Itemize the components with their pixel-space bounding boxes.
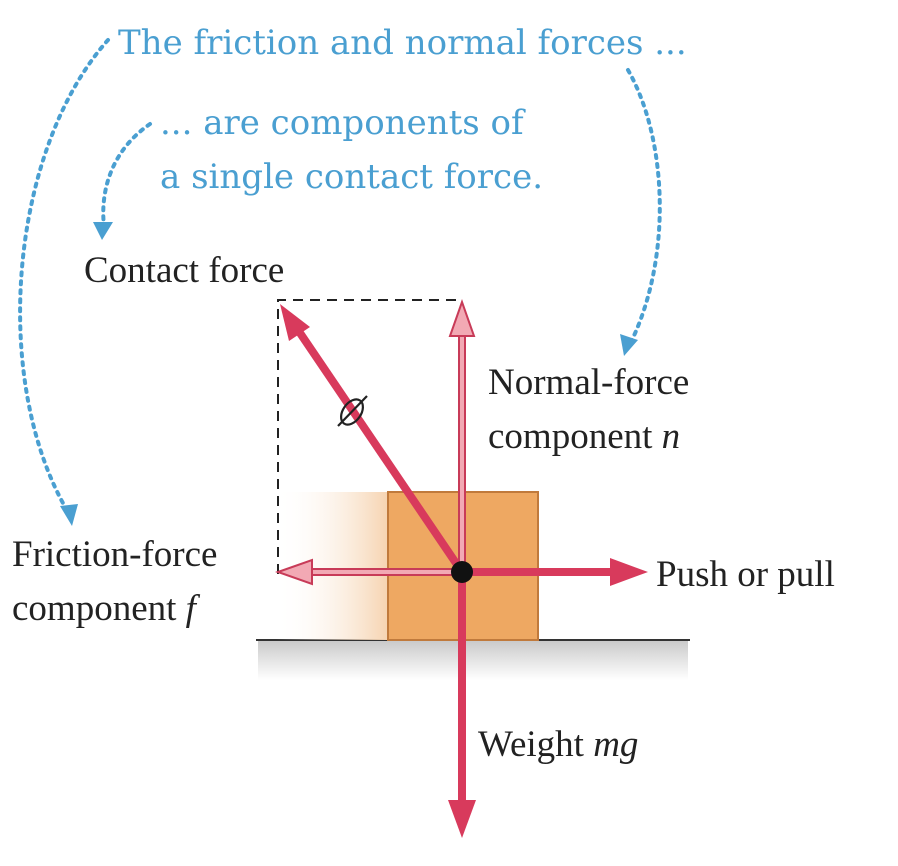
label-friction-force-line2: component f: [12, 588, 201, 629]
annotation-top-line: The friction and normal forces ...: [118, 23, 687, 63]
ground-surface: [258, 640, 688, 680]
contact-force-arrow: [280, 304, 466, 575]
friction-force-text: component: [12, 588, 186, 629]
annotation-arrowheads: [60, 222, 638, 526]
weight-arrow: [448, 572, 476, 838]
annotation-arrow-friction: [18, 38, 110, 514]
friction-force-arrow: [274, 558, 462, 586]
label-friction-force-line1: Friction-force: [12, 534, 217, 575]
arrowhead-normal-icon: [620, 334, 638, 356]
annotation-components-line2: a single contact force.: [160, 157, 543, 197]
weight-symbol: mg: [593, 724, 638, 765]
arrowhead-friction-icon: [60, 504, 78, 526]
normal-force-arrow: [448, 298, 476, 568]
annotation-arrow-contact: [101, 122, 152, 228]
annotation-arrows: [18, 38, 662, 514]
friction-force-symbol: f: [186, 588, 201, 629]
label-weight: Weight mg: [478, 724, 638, 765]
label-push-or-pull: Push or pull: [656, 554, 835, 595]
annotation-components-line1: ... are components of: [160, 103, 526, 143]
label-contact-force: Contact force: [84, 250, 284, 291]
label-normal-force-line1: Normal-force: [488, 362, 689, 403]
arrowhead-contact-icon: [93, 222, 113, 240]
push-pull-arrow: [462, 558, 648, 586]
annotation-arrow-normal: [626, 68, 662, 346]
weight-text: Weight: [478, 724, 593, 765]
label-normal-force-line2: component n: [488, 416, 680, 457]
dashed-guide-lines: [277, 299, 462, 574]
vector-symbol-icon: [337, 395, 368, 427]
normal-force-text: component: [488, 416, 662, 457]
normal-force-symbol: n: [662, 416, 681, 457]
center-point: [451, 561, 473, 583]
